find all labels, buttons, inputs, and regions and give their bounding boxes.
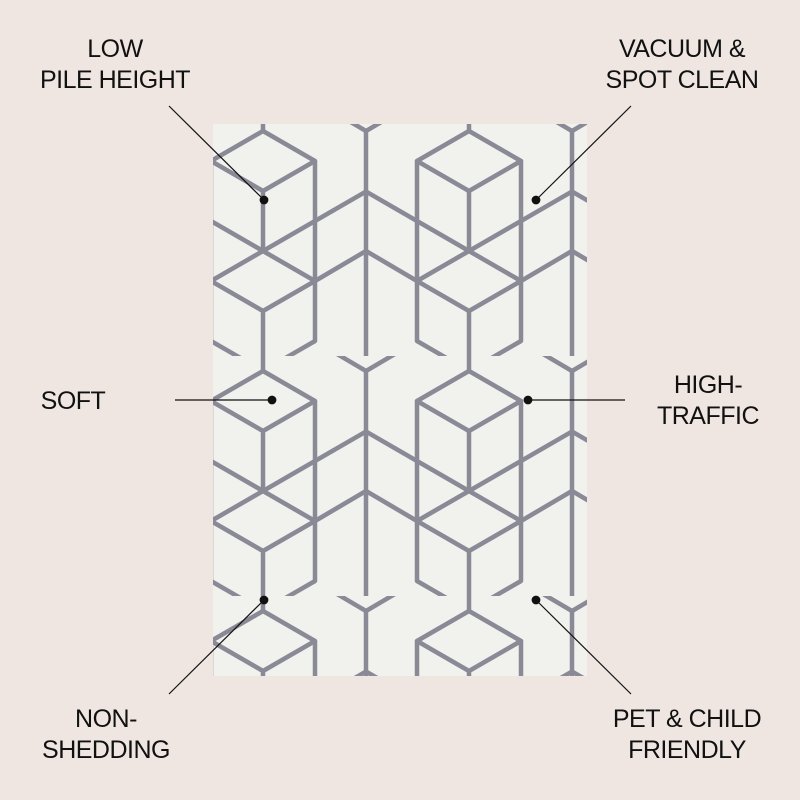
label-line: SHEDDING xyxy=(42,736,170,764)
callout-dot-non-shedding xyxy=(259,595,269,605)
label-line: HIGH- xyxy=(673,371,743,399)
feature-label-low-pile-height: LOW PILE HEIGHT xyxy=(38,34,192,96)
callout-dot-high-traffic xyxy=(523,395,533,405)
callout-dot-vacuum xyxy=(531,195,541,205)
label-line: SOFT xyxy=(40,387,106,415)
feature-label-soft: SOFT xyxy=(38,386,108,417)
callout-dot-low-pile xyxy=(259,195,269,205)
feature-label-non-shedding: NON- SHEDDING xyxy=(38,704,174,766)
label-line: VACUUM & xyxy=(618,35,746,63)
feature-label-vacuum-spot-clean: VACUUM & SPOT CLEAN xyxy=(600,34,764,96)
label-line: LOW xyxy=(87,35,143,63)
label-line: FRIENDLY xyxy=(628,736,746,764)
callout-dot-pet-child xyxy=(531,595,541,605)
feature-label-pet-child-friendly: PET & CHILD FRIENDLY xyxy=(610,704,764,766)
label-line: PILE HEIGHT xyxy=(39,66,191,94)
label-line: PET & CHILD xyxy=(612,705,762,733)
label-line: SPOT CLEAN xyxy=(605,66,759,94)
feature-label-high-traffic: HIGH- TRAFFIC xyxy=(652,370,764,432)
callout-dot-soft xyxy=(267,395,277,405)
label-line: TRAFFIC xyxy=(656,402,760,430)
label-line: NON- xyxy=(75,705,137,733)
